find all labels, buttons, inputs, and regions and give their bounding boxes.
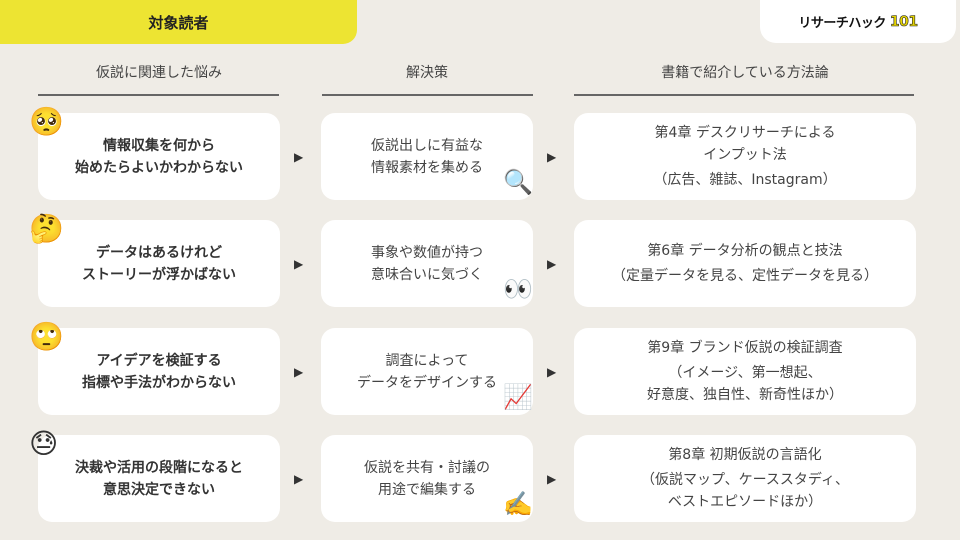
arrow-right-icon: ▶ xyxy=(547,150,557,164)
solution-emoji-icon: 🔍 xyxy=(503,168,533,196)
text-line: 仮説を共有・討議の xyxy=(364,459,490,476)
divider xyxy=(322,94,533,96)
text-line: 調査によって xyxy=(385,352,469,369)
arrow-right-icon: ▶ xyxy=(547,257,557,271)
divider xyxy=(38,94,279,96)
problem-card: アイデアを検証する指標や手法がわからない xyxy=(38,328,280,415)
logo-number: 101 xyxy=(889,13,919,30)
reader-emoji-icon: 🤔 xyxy=(29,212,64,245)
text-line: データはあるけれど xyxy=(96,244,222,261)
arrow-right-icon: ▶ xyxy=(294,257,304,271)
text-line: 第9章 ブランド仮説の検証調査 xyxy=(647,340,843,356)
text-line: ストーリーが浮かばない xyxy=(82,266,236,283)
method-card: 第4章 デスクリサーチによるインプット法 （広告、雑誌、Instagram） xyxy=(574,113,916,200)
text-line: 仮説出しに有益な xyxy=(371,137,483,154)
text-line: 指標や手法がわからない xyxy=(82,374,236,391)
text-line: 第8章 初期仮説の言語化 xyxy=(668,447,822,463)
column-header-methods: 書籍で紹介している方法論 xyxy=(661,65,829,81)
text-line: 意思決定できない xyxy=(103,481,215,498)
arrow-right-icon: ▶ xyxy=(547,365,557,379)
problem-card: 情報収集を何から始めたらよいかわからない xyxy=(38,113,280,200)
method-card: 第6章 データ分析の観点と技法 （定量データを見る、定性データを見る） xyxy=(574,220,916,307)
solution-emoji-icon: 📈 xyxy=(503,383,533,411)
reader-emoji-icon: 🙄 xyxy=(29,320,64,353)
solution-card: 調査によってデータをデザインする xyxy=(321,328,533,415)
text-line: 用途で編集する xyxy=(378,481,476,498)
text-line: （イメージ、第一想起、 xyxy=(668,365,822,381)
divider xyxy=(574,94,914,96)
text-line: （仮説マップ、ケーススタディ、 xyxy=(641,472,849,488)
text-line: （広告、雑誌、Instagram） xyxy=(653,172,837,188)
solution-card: 事象や数値が持つ意味合いに気づく xyxy=(321,220,533,307)
reader-emoji-icon: 😓 xyxy=(29,427,59,460)
text-line: 始めたらよいかわからない xyxy=(75,159,243,176)
text-line: データをデザインする xyxy=(357,374,497,391)
reader-emoji-icon: 🥺 xyxy=(29,105,64,138)
arrow-right-icon: ▶ xyxy=(294,150,304,164)
solution-card: 仮説を共有・討議の用途で編集する xyxy=(321,435,533,522)
text-line: ベストエピソードほか） xyxy=(667,494,823,510)
problem-card: 決裁や活用の段階になると意思決定できない xyxy=(38,435,280,522)
logo-text: リサーチハック xyxy=(798,16,886,31)
text-line: 意味合いに気づく xyxy=(371,266,483,283)
text-line: アイデアを検証する xyxy=(96,352,222,369)
tab-label: 対象読者 xyxy=(148,13,209,32)
arrow-right-icon: ▶ xyxy=(294,472,304,486)
text-line: （定量データを見る、定性データを見る） xyxy=(612,268,878,284)
solution-emoji-icon: 👀 xyxy=(503,275,533,303)
column-header-solutions: 解決策 xyxy=(406,65,448,81)
target-readers-tab: 対象読者 xyxy=(0,0,357,44)
column-header-problems: 仮説に関連した悩み xyxy=(96,65,222,81)
method-card: 第9章 ブランド仮説の検証調査 （イメージ、第一想起、好意度、独自性、新奇性ほか） xyxy=(574,328,916,415)
text-line: 第4章 デスクリサーチによる xyxy=(654,125,836,141)
method-card: 第8章 初期仮説の言語化 （仮説マップ、ケーススタディ、ベストエピソードほか） xyxy=(574,435,916,522)
text-line: インプット法 xyxy=(703,147,787,163)
solution-card: 仮説出しに有益な情報素材を集める xyxy=(321,113,533,200)
text-line: 情報収集を何から xyxy=(103,137,215,154)
text-line: 第6章 データ分析の観点と技法 xyxy=(647,243,843,259)
text-line: 事象や数値が持つ xyxy=(371,244,483,261)
text-line: 好意度、独自性、新奇性ほか） xyxy=(647,387,843,403)
arrow-right-icon: ▶ xyxy=(294,365,304,379)
problem-card: データはあるけれどストーリーが浮かばない xyxy=(38,220,280,307)
text-line: 情報素材を集める xyxy=(371,159,483,176)
arrow-right-icon: ▶ xyxy=(547,472,557,486)
text-line: 決裁や活用の段階になると xyxy=(75,459,243,476)
solution-emoji-icon: ✍️ xyxy=(503,490,533,518)
